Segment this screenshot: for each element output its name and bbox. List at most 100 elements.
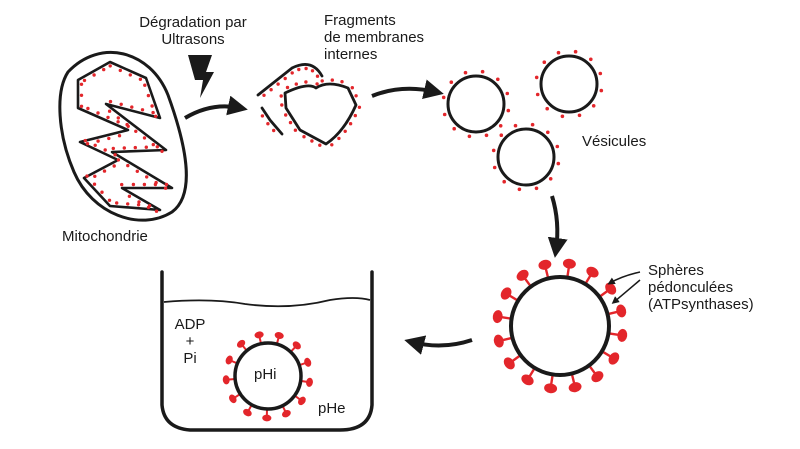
fragment-particle [310, 139, 314, 143]
mito-particle [107, 198, 112, 202]
mito-particle [86, 106, 90, 111]
atp-synthase-head [222, 375, 230, 385]
fragment-particle [283, 76, 287, 81]
atp-synthase-head [274, 332, 284, 339]
vesicle-particle [545, 106, 549, 111]
label-adp-pi: ADP + Pi [170, 316, 210, 367]
mito-particle [106, 115, 110, 120]
vesicle-particle [577, 113, 582, 118]
vesicle-particle [492, 165, 497, 170]
mito-particle [79, 93, 84, 98]
vesicle-particle [480, 69, 485, 74]
beaker [160, 270, 374, 432]
mito-particle [138, 77, 143, 82]
mito-particle [116, 116, 121, 120]
mito-particle [120, 182, 124, 187]
mito-particle [119, 102, 123, 107]
label-phi: pHi [254, 366, 277, 383]
arrow-vesicles-to-spheres [547, 195, 568, 258]
atp-synthase-head [586, 266, 599, 278]
fragment-particle [272, 128, 276, 133]
label-degradation: Dégradation par Ultrasons [118, 14, 268, 48]
fragment-particle [350, 86, 354, 90]
mito-particle [131, 182, 136, 187]
fragment-particle [337, 136, 341, 141]
vesicle-particle [505, 91, 510, 96]
mito-particle [108, 64, 112, 68]
vesicle-2 [539, 54, 599, 114]
fragment-particle [315, 82, 319, 86]
mito-particle [103, 148, 107, 152]
atp-synthase-head [568, 382, 582, 393]
fragment-particle [294, 82, 298, 86]
atp-synthase-head [306, 377, 313, 387]
mito-particle [79, 104, 84, 109]
vesicle-particle [556, 50, 561, 55]
mito-particle [118, 68, 123, 73]
vesicle-particle [484, 133, 489, 138]
mito-particle [136, 203, 141, 207]
mito-particle [117, 134, 122, 138]
fragment-particle [276, 82, 280, 86]
liquid-surface [163, 297, 371, 308]
vesicle-particle [556, 161, 561, 166]
vesicle-particle [534, 186, 539, 191]
atp-synthase-head [538, 259, 552, 270]
fragment-particle [353, 113, 357, 118]
atp-synthase-head [229, 394, 237, 404]
mito-particle [96, 111, 100, 115]
membrane-fragments [256, 63, 362, 147]
mito-particle [85, 142, 90, 146]
vesicle-particle [530, 122, 535, 127]
label-mitochondrie: Mitochondrie [62, 228, 148, 245]
arrow-mito-to-fragments [183, 95, 248, 120]
fragment-particle [302, 135, 306, 139]
vesicle-3 [496, 127, 556, 187]
vesicle-particle [535, 92, 540, 97]
vesicle-particle [513, 123, 518, 128]
mito-particle [144, 145, 148, 149]
fragment-particle [297, 67, 301, 72]
vesicle-particle [506, 108, 511, 113]
label-spheres-line1: Sphères [648, 262, 704, 279]
mito-particle [112, 164, 116, 168]
atp-synthase-vesicle [492, 258, 628, 394]
atp-synthase-head [254, 331, 264, 339]
fragment-particle [340, 80, 344, 84]
mito-particle [79, 82, 84, 87]
mito-particle [153, 182, 158, 187]
mito-particle [93, 174, 97, 178]
vesicle-particle [496, 77, 500, 82]
mito-particle [102, 67, 106, 72]
fragment-particle [260, 114, 265, 118]
fragment-particle [304, 80, 308, 84]
atp-synthase-head [521, 374, 534, 386]
mito-particle [164, 182, 169, 187]
fragment-particle [269, 88, 273, 92]
mito-particle [163, 186, 168, 190]
mito-particle [140, 108, 145, 112]
fragment-particle [293, 128, 298, 132]
atp-synthase-head [500, 287, 512, 300]
vesicle-particle [517, 187, 522, 192]
vesicle-particle [449, 80, 454, 84]
atp-synthase-head [282, 410, 291, 418]
mito-particle [107, 136, 111, 141]
label-spheres-line3: (ATPsynthases) [648, 296, 754, 313]
vesicle-particle [548, 177, 553, 181]
atp-synthase-knobs [492, 258, 628, 394]
mito-particle [116, 120, 120, 124]
arrow-spheres-to-beaker [404, 335, 473, 355]
atp-synthase-head [292, 341, 301, 350]
label-adp: ADP [174, 316, 206, 333]
mito-particle [146, 93, 151, 98]
label-spheres: Sphères pédonculées (ATPsynthases) [648, 262, 754, 313]
mito-particle [133, 145, 137, 150]
fragment-particle [304, 66, 308, 71]
label-vesicules: Vésicules [582, 133, 647, 150]
vesicle-particle [452, 126, 457, 131]
label-degradation-line2: Ultrasons [161, 31, 225, 48]
vesicle-particle [499, 133, 504, 137]
mito-particle [155, 145, 159, 149]
